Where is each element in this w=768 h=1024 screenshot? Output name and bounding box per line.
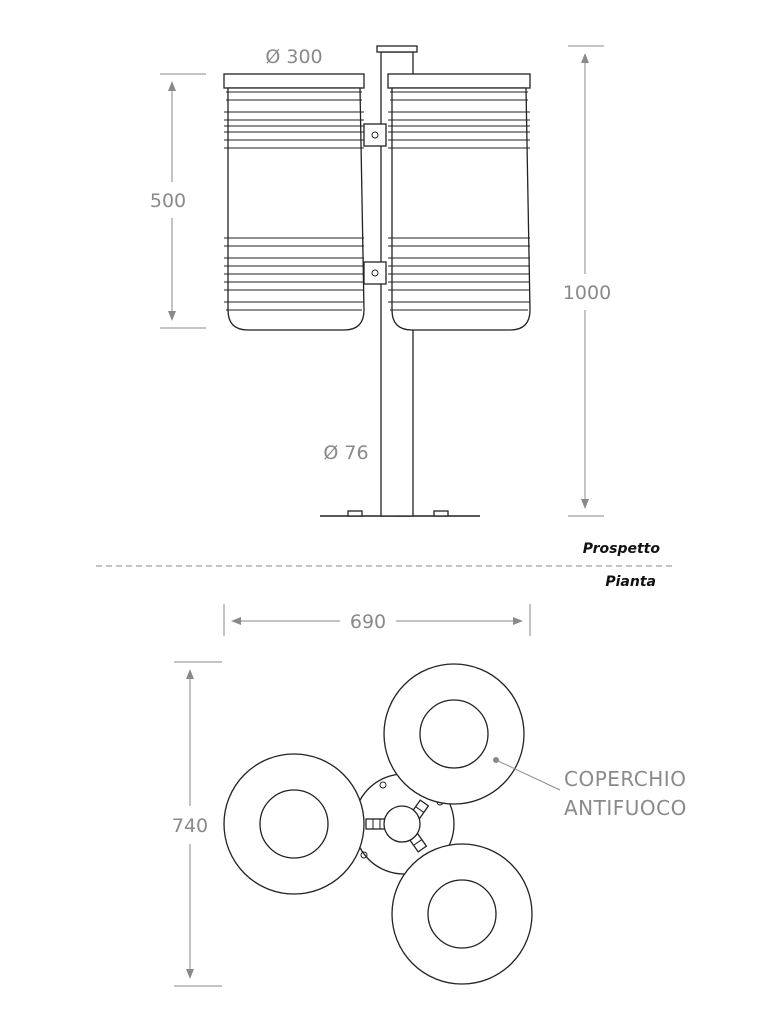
bracket-lower <box>363 261 387 285</box>
post-diameter-label: Ø 76 <box>323 442 368 464</box>
callout-line-2: ANTIFUOCO <box>564 796 687 820</box>
bin-diameter-label: Ø 300 <box>265 46 322 68</box>
dimension-depth: 740 <box>172 661 222 987</box>
bin-plan-bottom-right <box>391 843 533 985</box>
bin-plan-top-right <box>383 663 525 805</box>
elevation-view: 500 1000 Ø 300 Ø 76 <box>150 45 611 517</box>
bin-height-label: 500 <box>150 190 186 212</box>
dimension-bin-height: 500 <box>150 73 206 329</box>
view-label-plan: Pianta <box>605 574 656 590</box>
bin-right <box>387 73 531 331</box>
bracket-upper <box>363 123 387 147</box>
plan-view: 690 740 <box>172 604 687 987</box>
bin-left <box>223 73 365 331</box>
callout-line-1: COPERCHIO <box>564 767 686 791</box>
dimension-total-height: 1000 <box>563 45 611 517</box>
width-label: 690 <box>350 611 386 633</box>
depth-label: 740 <box>172 815 208 837</box>
view-label-elevation: Prospetto <box>583 541 661 557</box>
post-top <box>383 805 421 843</box>
dimension-width: 690 <box>223 604 531 636</box>
callout-fire-lid: COPERCHIO ANTIFUOCO <box>493 757 687 820</box>
total-height-label: 1000 <box>563 282 611 304</box>
bin-plan-left <box>223 753 365 895</box>
